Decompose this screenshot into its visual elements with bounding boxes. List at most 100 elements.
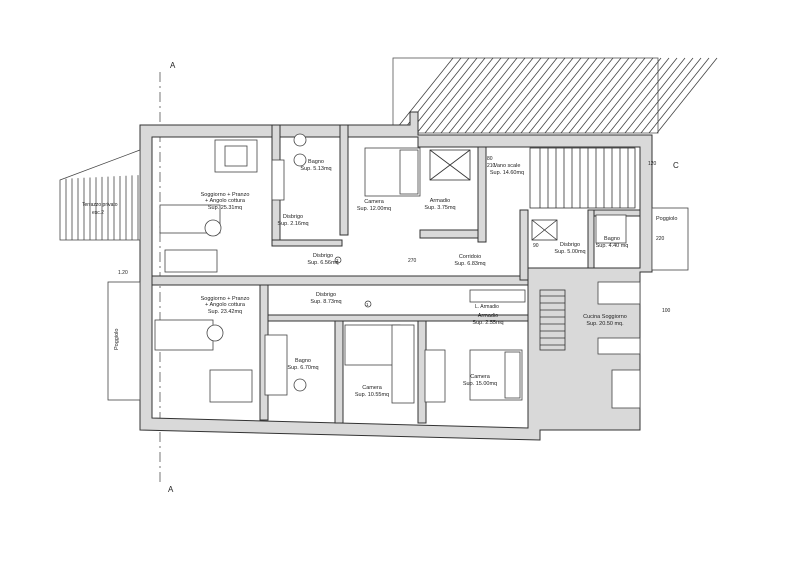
wall-stairs-left xyxy=(477,146,487,243)
hatch-line xyxy=(480,57,542,134)
dim-100: 100 xyxy=(662,308,671,314)
room-number-marker-1 xyxy=(364,300,372,308)
room-area: Sup. 10.55mq xyxy=(355,392,389,398)
room-area: Sup. 4.40 mq xyxy=(596,243,629,249)
wardrobe-lower xyxy=(391,289,526,404)
furniture-living-lower xyxy=(154,319,307,403)
hatch-line xyxy=(392,57,454,134)
room-name: + Angolo cottura xyxy=(205,302,246,308)
hatch-line xyxy=(640,57,702,134)
room-name: Bagno xyxy=(308,159,324,165)
wall-camera2-left xyxy=(334,317,344,424)
hatch-line xyxy=(416,57,478,134)
hatch-line xyxy=(464,57,526,134)
room-name: Bagno xyxy=(604,236,620,242)
hatch-line xyxy=(528,57,590,134)
hatch-line xyxy=(432,57,494,134)
poggiolo-left-box xyxy=(107,281,141,401)
hatch-line xyxy=(448,57,510,134)
room-name: + Angolo cottura xyxy=(205,198,246,204)
bed-camera3 xyxy=(469,349,523,401)
room-area: Sup. 6.70mq xyxy=(287,365,318,371)
hatch-line xyxy=(408,57,470,134)
hatch-line xyxy=(488,57,550,134)
wall-bagno1-bottom xyxy=(271,239,343,247)
hatch-line xyxy=(648,57,710,134)
room-name: Vano scale xyxy=(494,163,521,169)
hatch-line xyxy=(496,57,558,134)
room-area: Sup. 5.00mq xyxy=(554,249,585,255)
dim-220: 220 xyxy=(656,236,665,242)
label-l-armadio: L. Armadio xyxy=(475,304,499,310)
room-area: Sup. 12.00mq xyxy=(357,206,391,212)
hatch-line xyxy=(504,57,566,134)
hatch-line xyxy=(592,57,654,134)
room-name: Soggiorno + Pranzo xyxy=(201,192,250,198)
hatch-line xyxy=(440,57,502,134)
room-area: Sup. 2.55mq xyxy=(472,320,503,326)
bed-camera2 xyxy=(344,324,401,366)
hatch-line xyxy=(472,57,534,134)
furniture-living-upper xyxy=(159,133,307,273)
room-area: Sup. 2.16mq xyxy=(277,221,308,227)
room-area: Sup. 6.56mq xyxy=(307,260,338,266)
hatch-line xyxy=(624,57,686,134)
room-name: Camera xyxy=(470,374,491,380)
room-area: Sup. 20.50 mq. xyxy=(586,321,624,327)
hatch-line xyxy=(584,57,646,134)
dim-210: 210 xyxy=(487,163,496,169)
room-name: Armadio xyxy=(430,198,450,204)
neighbor-hatch xyxy=(392,57,718,134)
outer-walls xyxy=(139,111,653,441)
wall-mid-lower xyxy=(267,314,529,322)
hatch-line xyxy=(424,57,486,134)
furniture-kitchen xyxy=(595,214,641,409)
room-name: Corridoio xyxy=(459,254,481,260)
room-name: Disbrigo xyxy=(316,292,336,298)
dim-120: 120 xyxy=(648,161,657,167)
dim-270: 270 xyxy=(408,258,417,264)
hatch-line xyxy=(576,57,638,134)
room-name: Disbrigo xyxy=(283,214,303,220)
room-number-marker-2 xyxy=(334,256,342,264)
room-area: Sup. 6.83mq xyxy=(454,261,485,267)
label-terrazzo: Terrazzo privato xyxy=(82,202,118,208)
room-area: Sup. 23.42mq xyxy=(208,309,242,315)
hatch-line xyxy=(512,57,574,134)
room-number-2: 2 xyxy=(336,258,339,263)
wall-bagno2-left xyxy=(587,209,595,269)
hatch-line xyxy=(520,57,582,134)
room-name: Disbrigo xyxy=(313,253,333,259)
staircase xyxy=(429,147,636,241)
room-area: Sup. 14.60mq xyxy=(490,170,524,176)
bed-camera1 xyxy=(364,147,421,197)
poggiolo-right-box xyxy=(651,207,689,271)
hatch-line xyxy=(608,57,670,134)
hatch-line xyxy=(552,57,614,134)
hatch-line xyxy=(656,57,718,134)
stair-lower xyxy=(539,289,566,351)
dim-1-20: 1.20 xyxy=(118,270,128,276)
section-marker-top: A xyxy=(170,61,176,70)
dim-90: 90 xyxy=(533,243,539,249)
room-area: Sup. 8.73mq xyxy=(310,299,341,305)
room-name: Camera xyxy=(362,385,383,391)
wall-stairs-lower xyxy=(519,209,529,281)
terrace-left xyxy=(59,149,141,241)
hatch-line xyxy=(456,57,518,134)
